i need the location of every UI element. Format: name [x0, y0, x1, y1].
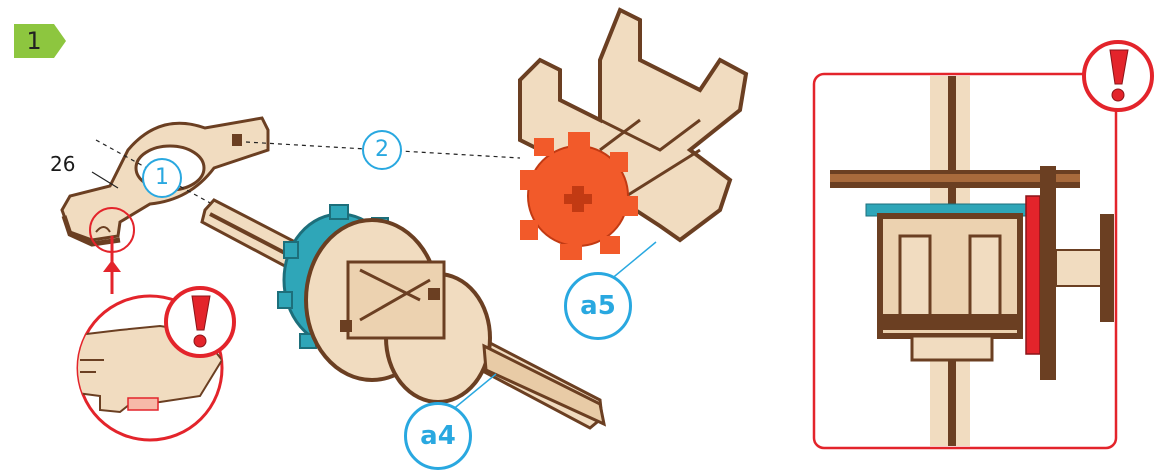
- inset-warning-icon: [1082, 40, 1154, 112]
- part-number-label: 26: [50, 152, 76, 176]
- sequence-label-1: 1: [142, 158, 182, 198]
- step-number: 1: [26, 27, 42, 55]
- inset-frame: [812, 72, 1118, 450]
- part-label-a4: a4: [404, 402, 472, 470]
- sequence-label-2: 2: [362, 130, 402, 170]
- step-tag: 1: [14, 24, 66, 58]
- a4-shaft-assembly: [200, 198, 607, 430]
- a5-fork-assembly: [518, 7, 749, 291]
- orange-gear: [520, 132, 638, 260]
- warning-icon: [164, 286, 236, 358]
- part-label-a5: a5: [564, 272, 632, 340]
